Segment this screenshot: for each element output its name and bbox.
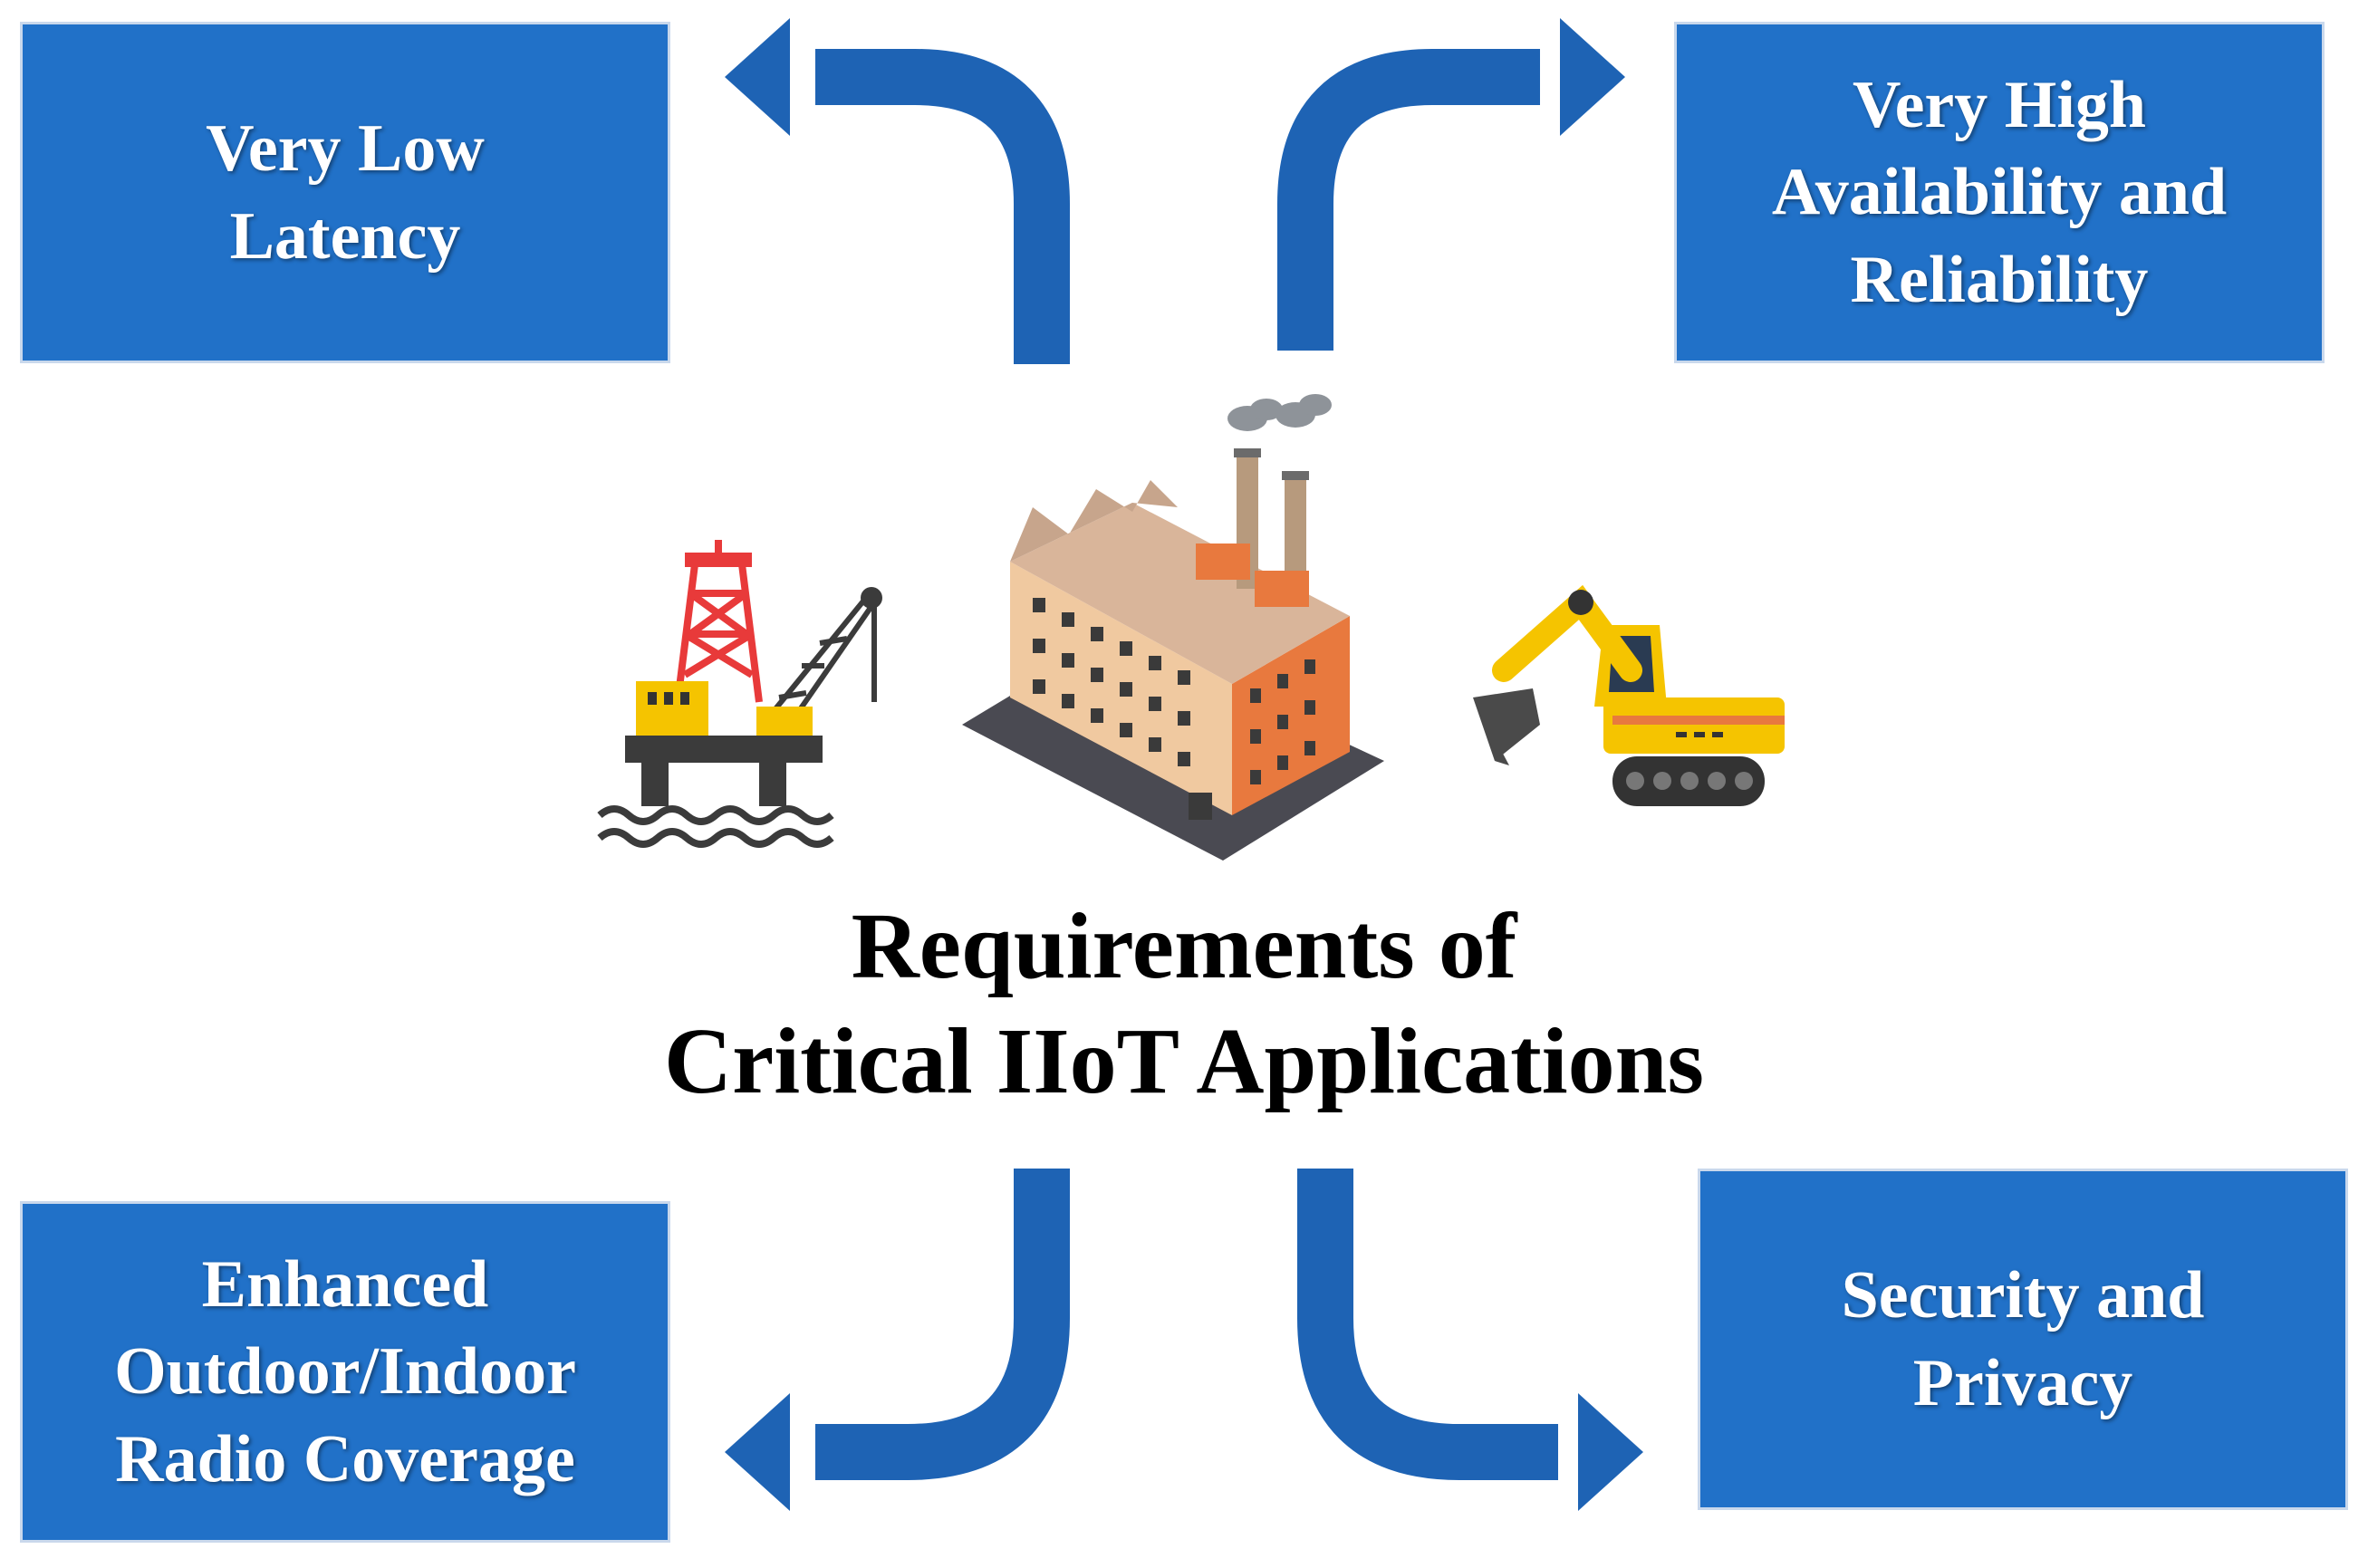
- requirement-very-low-latency: Very Low Latency: [20, 22, 670, 363]
- arrowhead-top-right: [1560, 18, 1625, 136]
- arrow-to-bottom-left: [815, 1169, 1070, 1480]
- requirement-line: Security and: [1841, 1258, 2205, 1333]
- center-title-line1: Requirements of: [851, 894, 1517, 998]
- arrowhead-bottom-right: [1578, 1393, 1643, 1511]
- requirement-line: Enhanced: [201, 1247, 489, 1323]
- factory-icon: [962, 394, 1384, 861]
- arrow-to-top-right: [1277, 49, 1540, 351]
- arrow-to-top-left: [815, 49, 1070, 364]
- arrow-to-bottom-right: [1297, 1169, 1558, 1480]
- requirement-line: Availability and: [1771, 155, 2228, 230]
- requirement-line: Very High: [1852, 68, 2147, 143]
- requirement-line: Very Low: [206, 111, 485, 187]
- offshore-oil-rig-icon: [597, 540, 882, 848]
- requirement-radio-coverage: Enhanced Outdoor/Indoor Radio Coverage: [20, 1201, 670, 1543]
- excavator-icon: [1473, 584, 1785, 806]
- requirement-high-availability: Very High Availability and Reliability: [1674, 22, 2325, 363]
- requirement-line: Outdoor/Indoor: [114, 1334, 576, 1409]
- arrowhead-bottom-left: [725, 1393, 790, 1511]
- center-title-line2: Critical IIoT Applications: [663, 1008, 1704, 1113]
- requirement-line: Reliability: [1850, 242, 2149, 317]
- center-title: Requirements of Critical IIoT Applicatio…: [505, 890, 1863, 1120]
- arrowhead-top-left: [725, 18, 790, 136]
- requirement-line: Privacy: [1912, 1345, 2133, 1420]
- requirement-line: Radio Coverage: [115, 1421, 575, 1496]
- requirement-security-privacy: Security and Privacy: [1698, 1169, 2348, 1510]
- requirement-line: Latency: [229, 198, 461, 274]
